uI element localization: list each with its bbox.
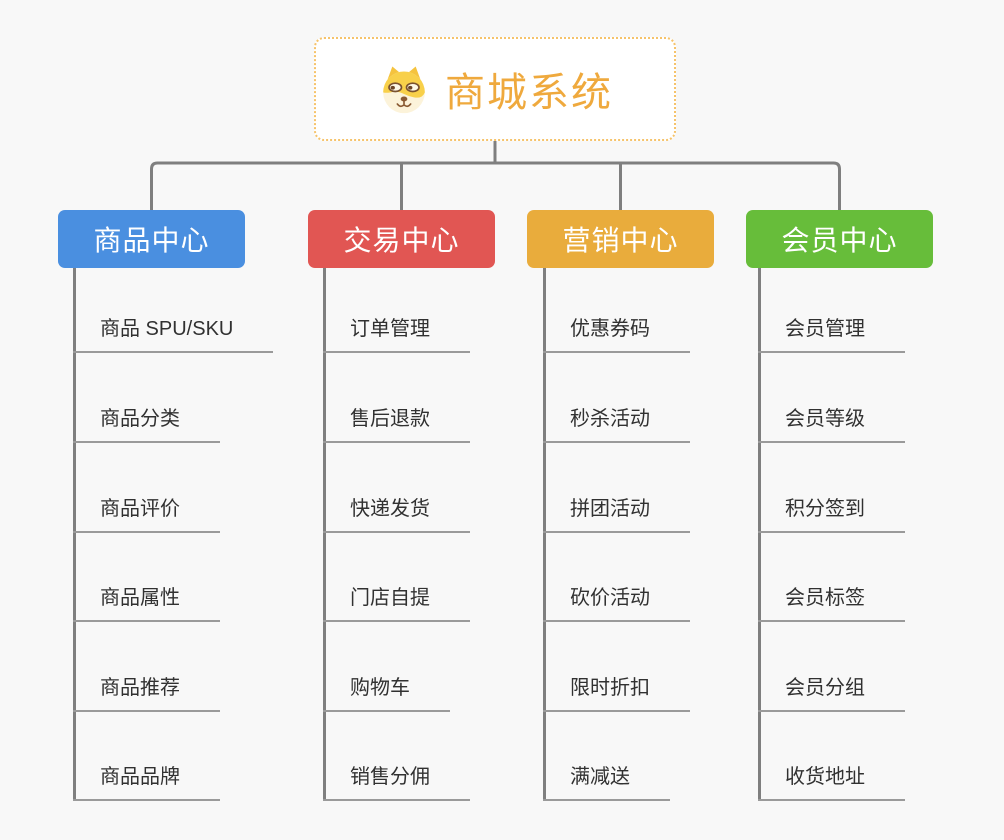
leaf-topic[interactable]: 秒杀活动	[543, 405, 690, 443]
branch-column-product: 商品 SPU/SKU 商品分类 商品评价 商品属性 商品推荐 商品品牌	[73, 268, 274, 801]
leaf-topic[interactable]: 门店自提	[323, 584, 470, 622]
leaf-topic[interactable]: 快递发货	[323, 495, 470, 533]
root-node-label: 商城系统	[445, 71, 613, 115]
branch-node-member[interactable]: 会员中心	[746, 210, 933, 268]
leaf-topic[interactable]: 会员标签	[758, 584, 905, 622]
leaf-topic[interactable]: 限时折扣	[543, 674, 690, 712]
branch-node-marketing[interactable]: 营销中心	[527, 210, 714, 268]
leaf-topic[interactable]: 购物车	[323, 674, 450, 712]
branch-column-marketing: 优惠券码 秒杀活动 拼团活动 砍价活动 限时折扣 满减送	[543, 268, 690, 801]
leaf-topic[interactable]: 满减送	[543, 763, 670, 801]
branch-column-trade: 订单管理 售后退款 快递发货 门店自提 购物车 销售分佣	[323, 268, 470, 801]
leaf-topic[interactable]: 积分签到	[758, 495, 905, 533]
branch-node-label: 营销中心	[562, 225, 679, 256]
branch-node-label: 交易中心	[343, 225, 460, 256]
branch-node-trade[interactable]: 交易中心	[308, 210, 495, 268]
leaf-topic[interactable]: 商品推荐	[73, 674, 220, 712]
leaf-topic[interactable]: 拼团活动	[543, 495, 690, 533]
leaf-topic[interactable]: 砍价活动	[543, 584, 690, 622]
leaf-topic[interactable]: 收货地址	[758, 763, 905, 801]
leaf-topic[interactable]: 销售分佣	[323, 763, 470, 801]
root-node[interactable]: 商城系统	[314, 37, 676, 141]
leaf-topic[interactable]: 商品分类	[73, 405, 220, 443]
leaf-topic[interactable]: 会员分组	[758, 674, 905, 712]
leaf-topic[interactable]: 商品评价	[73, 495, 220, 533]
leaf-topic[interactable]: 优惠券码	[543, 315, 690, 353]
branch-node-label: 会员中心	[781, 225, 898, 256]
leaf-topic[interactable]: 商品 SPU/SKU	[73, 315, 274, 353]
leaf-topic[interactable]: 会员管理	[758, 315, 905, 353]
branch-node-product[interactable]: 商品中心	[58, 210, 245, 268]
leaf-topic[interactable]: 商品品牌	[73, 763, 220, 801]
branch-column-member: 会员管理 会员等级 积分签到 会员标签 会员分组 收货地址	[758, 268, 905, 801]
leaf-topic[interactable]: 会员等级	[758, 405, 905, 443]
leaf-topic[interactable]: 订单管理	[323, 315, 470, 353]
leaf-topic[interactable]: 商品属性	[73, 584, 220, 622]
doge-icon	[383, 66, 425, 114]
branch-node-label: 商品中心	[93, 225, 210, 256]
leaf-topic[interactable]: 售后退款	[323, 405, 470, 443]
